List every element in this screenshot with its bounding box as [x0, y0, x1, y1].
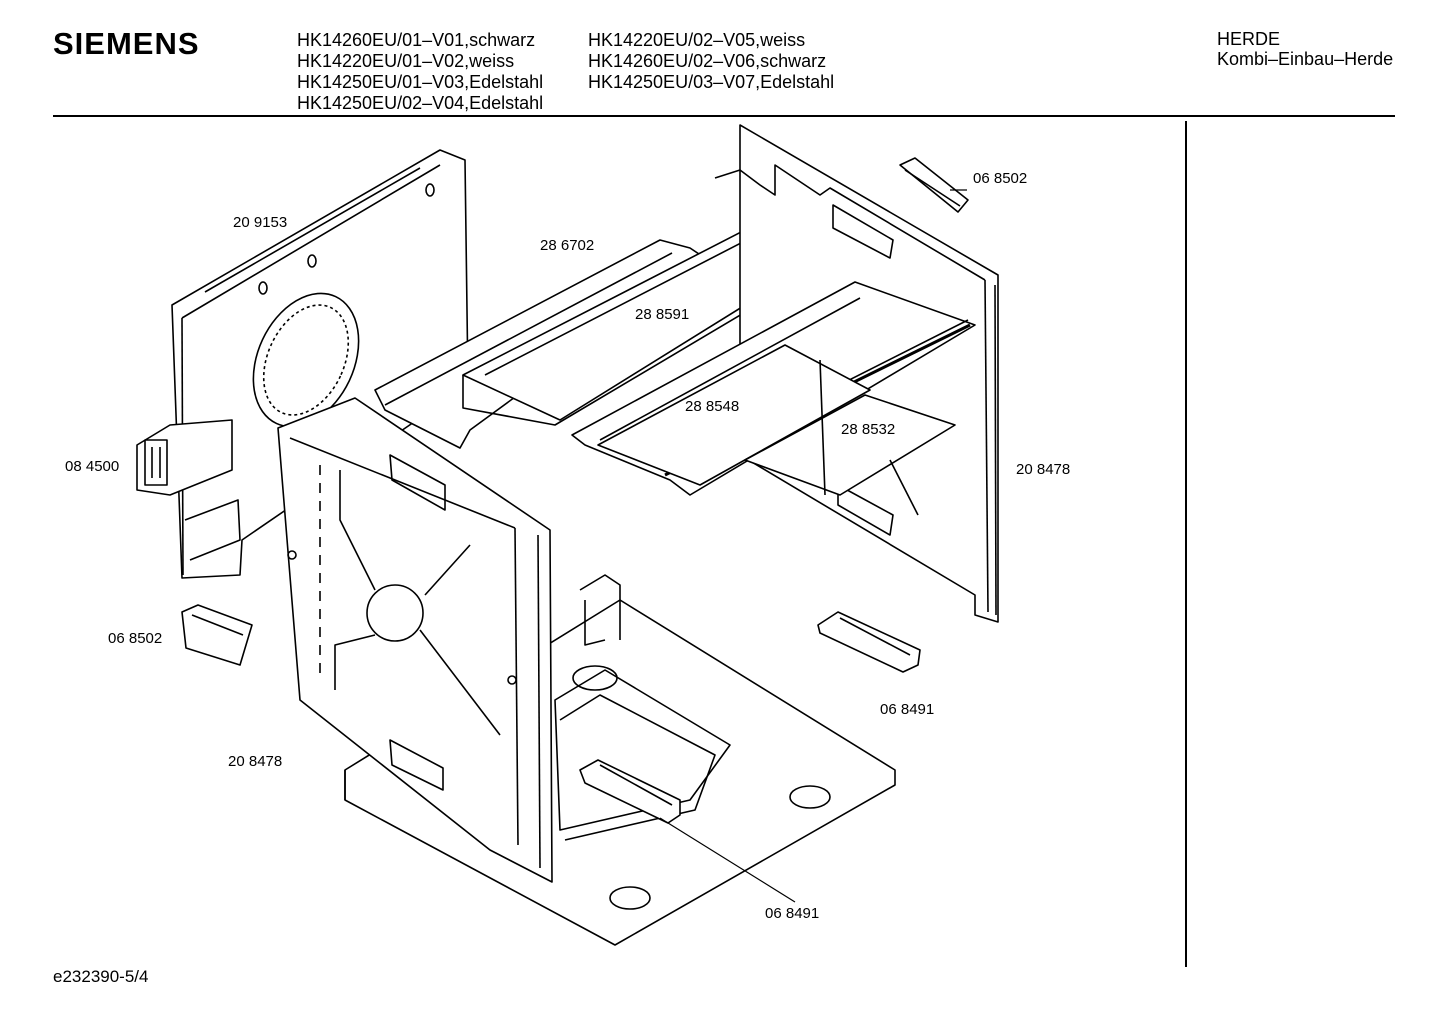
margin-divider	[1185, 121, 1187, 967]
part-label-clip-bottom: 06 8491	[765, 905, 819, 922]
brand-logo: SIEMENS	[53, 26, 200, 61]
category-block: HERDE Kombi–Einbau–Herde	[1217, 29, 1393, 69]
leader-lines	[659, 189, 967, 903]
part-label-rail-shelf: 28 8548	[685, 398, 739, 415]
header-divider	[53, 115, 1395, 117]
left-wall-part	[277, 397, 553, 883]
connector-part	[136, 419, 233, 496]
clip-bottom-part	[579, 759, 681, 824]
handle-left-part	[181, 604, 253, 666]
model-entry: HK14220EU/02–V05,weiss	[588, 30, 806, 50]
part-label-clip-right: 06 8491	[880, 701, 934, 718]
rail-shelf-part	[571, 281, 976, 496]
model-list-col1: HK14260EU/01–V01,schwarz HK14220EU/01–V0…	[297, 30, 543, 114]
part-label-top-cover: 28 6702	[540, 237, 594, 254]
part-label-right-wall: 20 8478	[1016, 461, 1070, 478]
part-label-rack-shelf: 28 8532	[841, 421, 895, 438]
model-entry: HK14220EU/01–V02,weiss	[297, 51, 515, 71]
model-list-col2: HK14220EU/02–V05,weiss HK14260EU/02–V06,…	[588, 30, 834, 93]
part-label-connector: 08 4500	[65, 458, 119, 475]
handle-top-part	[899, 157, 969, 213]
part-labels: 20 9153 28 6702 28 8591 28 8548 28 8532 …	[65, 170, 1070, 922]
back-wall-part	[171, 149, 469, 579]
part-label-handle-left: 06 8502	[108, 630, 162, 647]
clip-right-part	[817, 611, 921, 673]
category-subtitle: Kombi–Einbau–Herde	[1217, 49, 1394, 69]
model-entry: HK14260EU/01–V01,schwarz	[297, 30, 536, 50]
model-entry: HK14250EU/02–V04,Edelstahl	[297, 93, 544, 113]
part-label-left-wall: 20 8478	[228, 753, 282, 770]
part-label-top-plate: 28 8591	[635, 306, 689, 323]
part-label-handle-top: 06 8502	[973, 170, 1027, 187]
model-entry: HK14260EU/02–V06,schwarz	[588, 51, 827, 71]
drawing-id: e232390-5/4	[53, 967, 149, 986]
model-entry: HK14250EU/01–V03,Edelstahl	[297, 72, 544, 92]
model-entry: HK14250EU/03–V07,Edelstahl	[588, 72, 835, 92]
part-label-back-wall: 20 9153	[233, 214, 287, 231]
rack-shelf-part	[744, 359, 956, 516]
category-title: HERDE	[1217, 29, 1281, 49]
